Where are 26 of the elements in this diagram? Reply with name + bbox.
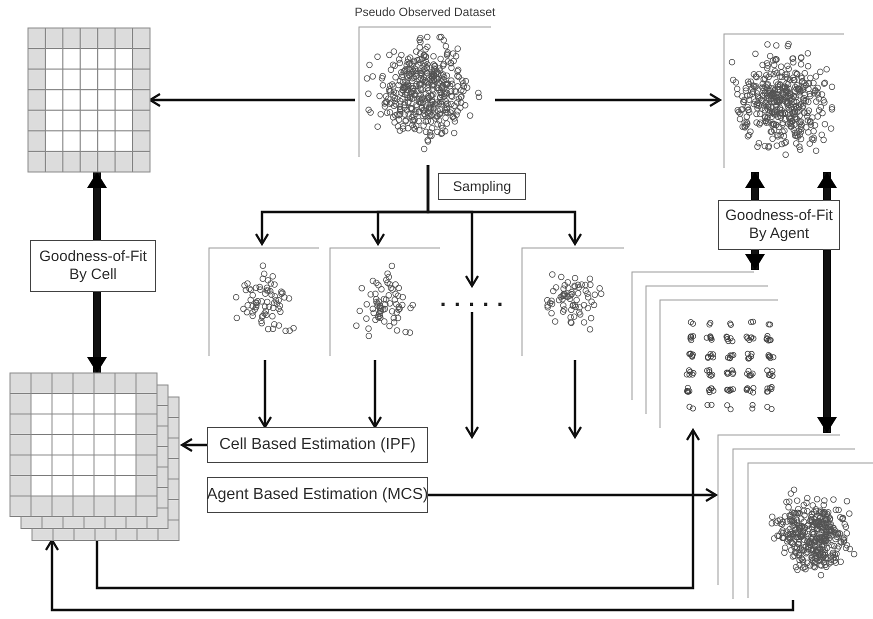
stacked-scatter-plots-drawing	[716, 433, 873, 600]
arrow	[44, 538, 794, 612]
thick-arrow	[817, 250, 837, 433]
thick-arrow	[817, 172, 837, 200]
arrow	[428, 488, 718, 502]
process-box: Sampling	[438, 173, 526, 200]
arrow	[180, 438, 207, 452]
arrow	[426, 165, 582, 246]
thick-arrow	[87, 172, 107, 240]
plot-title: Pseudo Observed Dataset	[354, 5, 496, 19]
stacked-tables-drawing	[10, 373, 182, 540]
arrow	[368, 360, 382, 428]
process-box: Goodness-of-Fit By Agent	[718, 200, 840, 250]
thick-arrow	[745, 172, 765, 200]
thick-arrow	[87, 292, 107, 373]
arrow	[495, 92, 722, 108]
table-drawing	[28, 28, 150, 172]
arrow	[464, 312, 480, 438]
process-box: Goodness-of-Fit By Cell	[30, 240, 156, 292]
arrow	[148, 92, 355, 108]
arrow	[96, 428, 700, 590]
thick-arrow	[745, 250, 765, 270]
arrow	[258, 360, 272, 428]
arrow	[568, 360, 582, 438]
ellipsis-text: . . . . .	[440, 288, 504, 310]
process-box: Cell Based Estimation (IPF)	[207, 427, 428, 463]
